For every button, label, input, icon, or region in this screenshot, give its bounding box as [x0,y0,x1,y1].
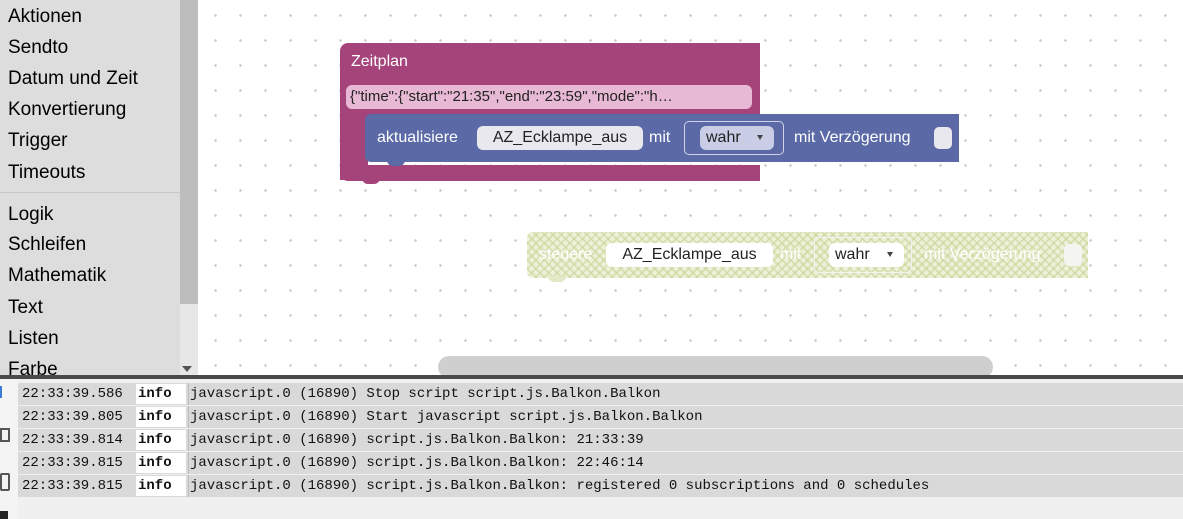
toolbox-category-aktionen[interactable]: Aktionen [8,6,82,27]
aktualisiere-value-slot [684,121,784,155]
log-row: 22:33:39.814 info javascript.0 (16890) s… [18,429,1183,451]
log-message: javascript.0 (16890) script.js.Balkon.Ba… [190,455,644,471]
toolbox-category-trigger[interactable]: Trigger [8,130,68,151]
blockly-toolbox: Aktionen Sendto Datum und Zeit Konvertie… [0,0,180,378]
steuere-label: steuere [539,246,593,263]
toolbox-category-konvertierung[interactable]: Konvertierung [8,99,127,120]
toolbox-category-datum-und-zeit[interactable]: Datum und Zeit [8,68,138,89]
aktualisiere-label: aktualisiere [377,129,458,146]
zeitplan-title: Zeitplan [351,53,408,70]
steuere-mit-label: mit [780,246,802,263]
log-time: 22:33:39.586 [22,386,123,402]
log-filter-icon[interactable] [0,386,12,398]
steuere-value-text: wahr [835,246,870,263]
zeitplan-next-connector [362,178,380,184]
log-message: javascript.0 (16890) script.js.Balkon.Ba… [190,478,930,494]
dropdown-arrow-icon [757,135,763,140]
log-message: javascript.0 (16890) script.js.Balkon.Ba… [190,432,644,448]
aktualisiere-object-field[interactable]: AZ_Ecklampe_aus [477,126,643,150]
log-column-divider [188,452,189,474]
toolbox-category-timeouts[interactable]: Timeouts [8,162,86,183]
dropdown-arrow-icon [887,252,893,257]
log-message: javascript.0 (16890) Stop script script.… [190,386,661,402]
aktualisiere-next-connector [387,160,405,166]
aktualisiere-block[interactable] [365,114,959,162]
log-time: 22:33:39.805 [22,409,123,425]
trash-icon[interactable] [0,428,10,442]
log-time: 22:33:39.815 [22,478,123,494]
log-severity: info [136,476,186,496]
log-toolbar [0,379,18,519]
toolbox-category-sendto[interactable]: Sendto [8,37,69,58]
log-column-divider [188,406,189,428]
steuere-value-slot [814,237,912,273]
toolbox-category-schleifen[interactable]: Schleifen [8,234,87,255]
log-row: 22:33:39.586 info javascript.0 (16890) S… [18,383,1183,405]
log-severity: info [136,430,186,450]
log-column-divider [188,475,189,497]
log-severity: info [136,384,186,404]
steuere-delay-label: mit Verzögerung [924,246,1041,263]
steuere-delay-checkbox[interactable] [1064,244,1082,266]
copy-icon[interactable] [0,473,10,491]
log-time: 22:33:39.815 [22,455,123,471]
toolbox-category-mathematik[interactable]: Mathematik [8,265,107,286]
log-row: 22:33:39.815 info javascript.0 (16890) s… [18,452,1183,474]
log-row: 22:33:39.815 info javascript.0 (16890) s… [18,475,1183,497]
aktualisiere-delay-label: mit Verzögerung [794,129,911,146]
log-severity: info [136,407,186,427]
log-column-divider [188,429,189,451]
toolbox-category-listen[interactable]: Listen [8,328,59,349]
log-column-divider [188,383,189,405]
aktualisiere-value-text: wahr [706,129,741,146]
steuere-block-disabled[interactable] [527,232,1088,278]
toolbox-category-logik[interactable]: Logik [8,204,54,225]
aktualisiere-mit-label: mit [649,129,671,146]
zeitplan-block-bottom[interactable] [340,165,760,181]
log-time: 22:33:39.814 [22,432,123,448]
toolbox-scrollbar-thumb[interactable] [180,0,198,304]
pause-icon[interactable] [0,511,8,519]
steuere-next-connector [548,276,566,282]
toolbox-category-farbe[interactable]: Farbe [8,359,58,378]
log-row: 22:33:39.805 info javascript.0 (16890) S… [18,406,1183,428]
toolbox-category-text[interactable]: Text [8,297,43,318]
aktualisiere-value-dropdown[interactable]: wahr [700,126,774,150]
toolbox-separator [0,192,180,193]
steuere-object-field[interactable]: AZ_Ecklampe_aus [606,243,773,267]
aktualisiere-delay-checkbox[interactable] [934,127,952,149]
scroll-down-arrow-icon[interactable] [182,366,192,372]
workspace-horizontal-scrollbar[interactable] [438,356,993,378]
log-message: javascript.0 (16890) Start javascript sc… [190,409,703,425]
zeitplan-time-field[interactable]: {"time":{"start":"21:35","end":"23:59","… [346,85,752,109]
steuere-value-dropdown[interactable]: wahr [829,243,904,267]
log-severity: info [136,453,186,473]
